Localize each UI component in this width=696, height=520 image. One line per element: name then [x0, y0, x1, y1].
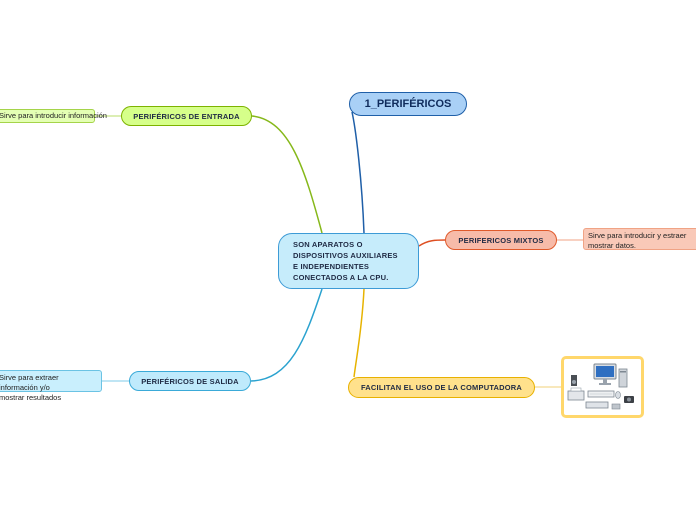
leaf-salida-line: Sirve para extraer información y/o: [0, 373, 59, 392]
connector-mixtos: [418, 239, 446, 247]
branch-perifericos-mixtos[interactable]: PERIFERICOS MIXTOS: [445, 230, 557, 250]
central-topic[interactable]: SON APARATOS O DISPOSITIVOS AUXILIARES E…: [278, 233, 419, 289]
leaf-entrada-description[interactable]: Sirve para introducir información: [0, 109, 107, 123]
computer-peripherals-icon: [567, 363, 634, 410]
branch-perifericos-entrada[interactable]: PERIFÉRICOS DE ENTRADA: [121, 106, 252, 126]
leaf-salida-description[interactable]: Sirve para extraer información y/o mostr…: [0, 370, 102, 402]
central-line: CONECTADOS A LA CPU.: [293, 273, 389, 282]
connector-entrada: [251, 115, 323, 234]
branch-facilitan-uso[interactable]: FACILITAN EL USO DE LA COMPUTADORA: [348, 377, 535, 398]
branch-perifericos-salida[interactable]: PERIFÉRICOS DE SALIDA: [129, 371, 251, 391]
leaf-mixtos-line: Sirve para introducir y estraer: [588, 231, 687, 240]
connector-title: [351, 111, 365, 234]
leaf-salida-line: mostrar resultados: [0, 393, 62, 402]
leaf-mixtos-line: mostrar datos.: [588, 241, 636, 250]
central-line: SON APARATOS O: [293, 240, 363, 249]
title-node[interactable]: 1_PERIFÉRICOS: [349, 92, 467, 116]
central-topic-text: SON APARATOS O DISPOSITIVOS AUXILIARES E…: [293, 239, 398, 283]
central-line: E INDEPENDIENTES: [293, 262, 370, 271]
leaf-mixtos-description[interactable]: Sirve para introducir y estraer mostrar …: [583, 228, 696, 250]
central-line: DISPOSITIVOS AUXILIARES: [293, 251, 398, 260]
connector-facilitan: [353, 288, 365, 378]
connector-salida: [250, 288, 323, 382]
computer-peripherals-image[interactable]: [561, 356, 644, 418]
